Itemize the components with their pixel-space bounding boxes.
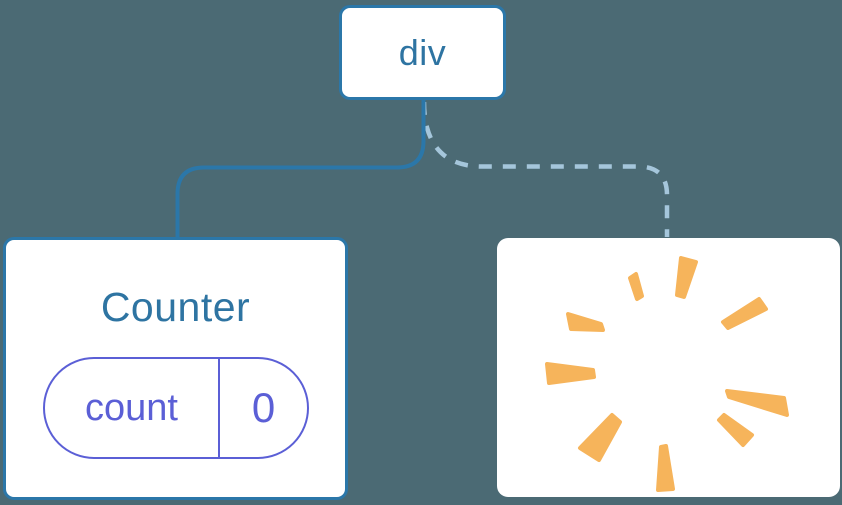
counter-node: Counter count 0: [3, 237, 348, 500]
state-key: count: [85, 386, 178, 429]
counter-title: Counter: [100, 284, 251, 330]
state-value: 0: [251, 384, 276, 431]
root-node-label: div: [398, 31, 447, 73]
state-pill: count 0: [43, 357, 309, 459]
removed-node: [497, 238, 840, 497]
root-node: div: [339, 5, 506, 100]
poof-burst-icon: [545, 256, 789, 492]
dashed-edge: [421, 101, 670, 237]
solid-edge: [175, 99, 426, 238]
state-divider: [218, 359, 220, 457]
